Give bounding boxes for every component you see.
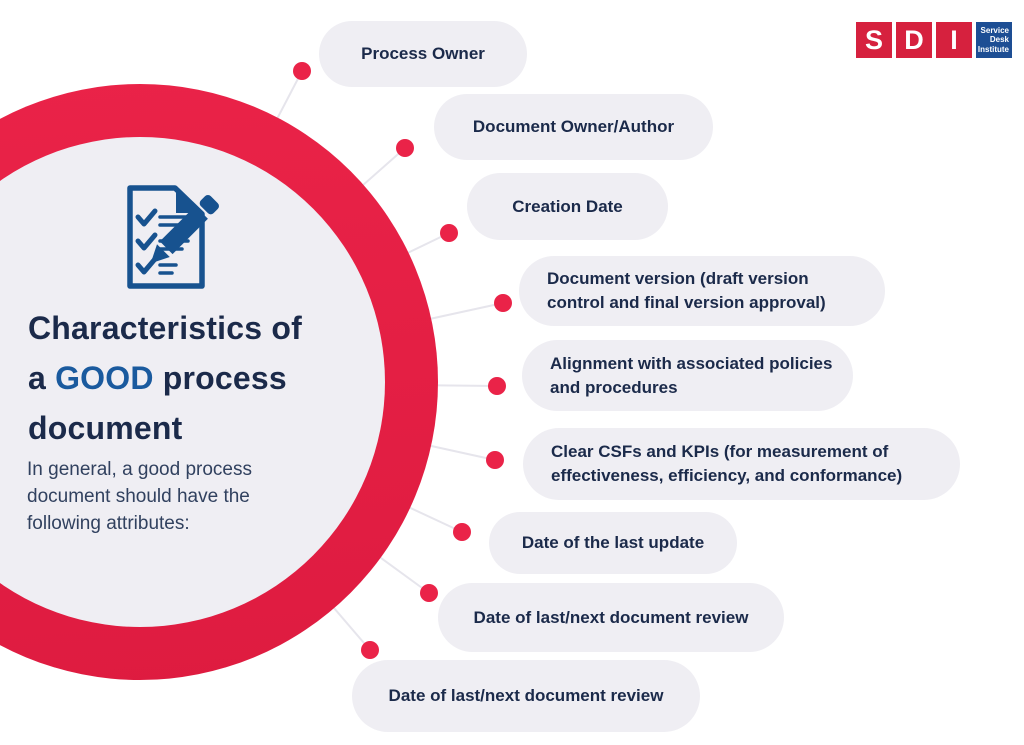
connector-dot bbox=[494, 294, 512, 312]
page-subtitle: In general, a good process document shou… bbox=[27, 456, 327, 537]
title-line-2: a GOOD process bbox=[28, 353, 358, 403]
attribute-pill-document-owner: Document Owner/Author bbox=[434, 94, 713, 160]
attribute-text: Date of last/next document review bbox=[473, 607, 749, 627]
logo-tagline: Service Desk Institute bbox=[976, 22, 1012, 58]
connector-dot bbox=[488, 377, 506, 395]
title-highlight: GOOD bbox=[55, 360, 154, 396]
connector-dot bbox=[453, 523, 471, 541]
logo-tagline-line: Service bbox=[980, 25, 1009, 35]
attribute-text: and procedures bbox=[550, 377, 678, 397]
page-title: Characteristics of a GOOD process docume… bbox=[28, 303, 358, 453]
connector-dot bbox=[361, 641, 379, 659]
logo-tagline-line: Institute bbox=[977, 44, 1009, 54]
attribute-pill-alignment: Alignment with associated policies and p… bbox=[522, 340, 853, 411]
attribute-text: Document Owner/Author bbox=[472, 117, 675, 136]
subtitle-line: following attributes: bbox=[27, 513, 190, 534]
subtitle-line: In general, a good process bbox=[27, 459, 252, 480]
attribute-text: Creation Date bbox=[512, 196, 623, 216]
attribute-text: effectiveness, efficiency, and conforman… bbox=[551, 466, 903, 485]
title-line2-pre: a bbox=[28, 360, 56, 396]
attribute-text: Process Owner bbox=[361, 44, 485, 63]
attribute-pill-process-owner: Process Owner bbox=[319, 21, 527, 87]
attribute-pill-csfs-kpis: Clear CSFs and KPIs (for measurement of … bbox=[523, 428, 960, 500]
attribute-pill-document-review-1: Date of last/next document review bbox=[438, 583, 784, 652]
logo-letter-i: I bbox=[936, 22, 972, 58]
sdi-logo: S D I Service Desk Institute bbox=[856, 22, 1012, 58]
document-checklist-icon bbox=[112, 180, 224, 299]
connector-dot bbox=[420, 584, 438, 602]
attribute-pill-creation-date: Creation Date bbox=[467, 173, 668, 240]
connector-dot bbox=[486, 451, 504, 469]
logo-tagline-line: Desk bbox=[989, 35, 1009, 45]
attribute-text: Clear CSFs and KPIs (for measurement of bbox=[551, 442, 889, 461]
logo-letter-s: S bbox=[856, 22, 892, 58]
connector-dot bbox=[293, 62, 311, 80]
title-line-1: Characteristics of bbox=[28, 310, 302, 346]
attribute-text: Document version (draft version bbox=[547, 269, 809, 288]
attribute-pill-last-update: Date of the last update bbox=[489, 512, 737, 574]
attribute-text: Alignment with associated policies bbox=[550, 353, 833, 373]
attribute-pill-document-version: Document version (draft version control … bbox=[519, 256, 885, 326]
title-line-3: document bbox=[28, 410, 183, 446]
attribute-text: Date of the last update bbox=[521, 533, 705, 552]
connector-dot bbox=[440, 224, 458, 242]
attribute-text: control and final version approval) bbox=[547, 293, 826, 312]
title-line2-post: process bbox=[153, 360, 287, 396]
connector-dot bbox=[396, 139, 414, 157]
attribute-pill-document-review-2: Date of last/next document review bbox=[352, 660, 700, 732]
subtitle-line: document should have the bbox=[27, 486, 250, 507]
attribute-text: Date of last/next document review bbox=[388, 686, 664, 705]
logo-letter-d: D bbox=[896, 22, 932, 58]
